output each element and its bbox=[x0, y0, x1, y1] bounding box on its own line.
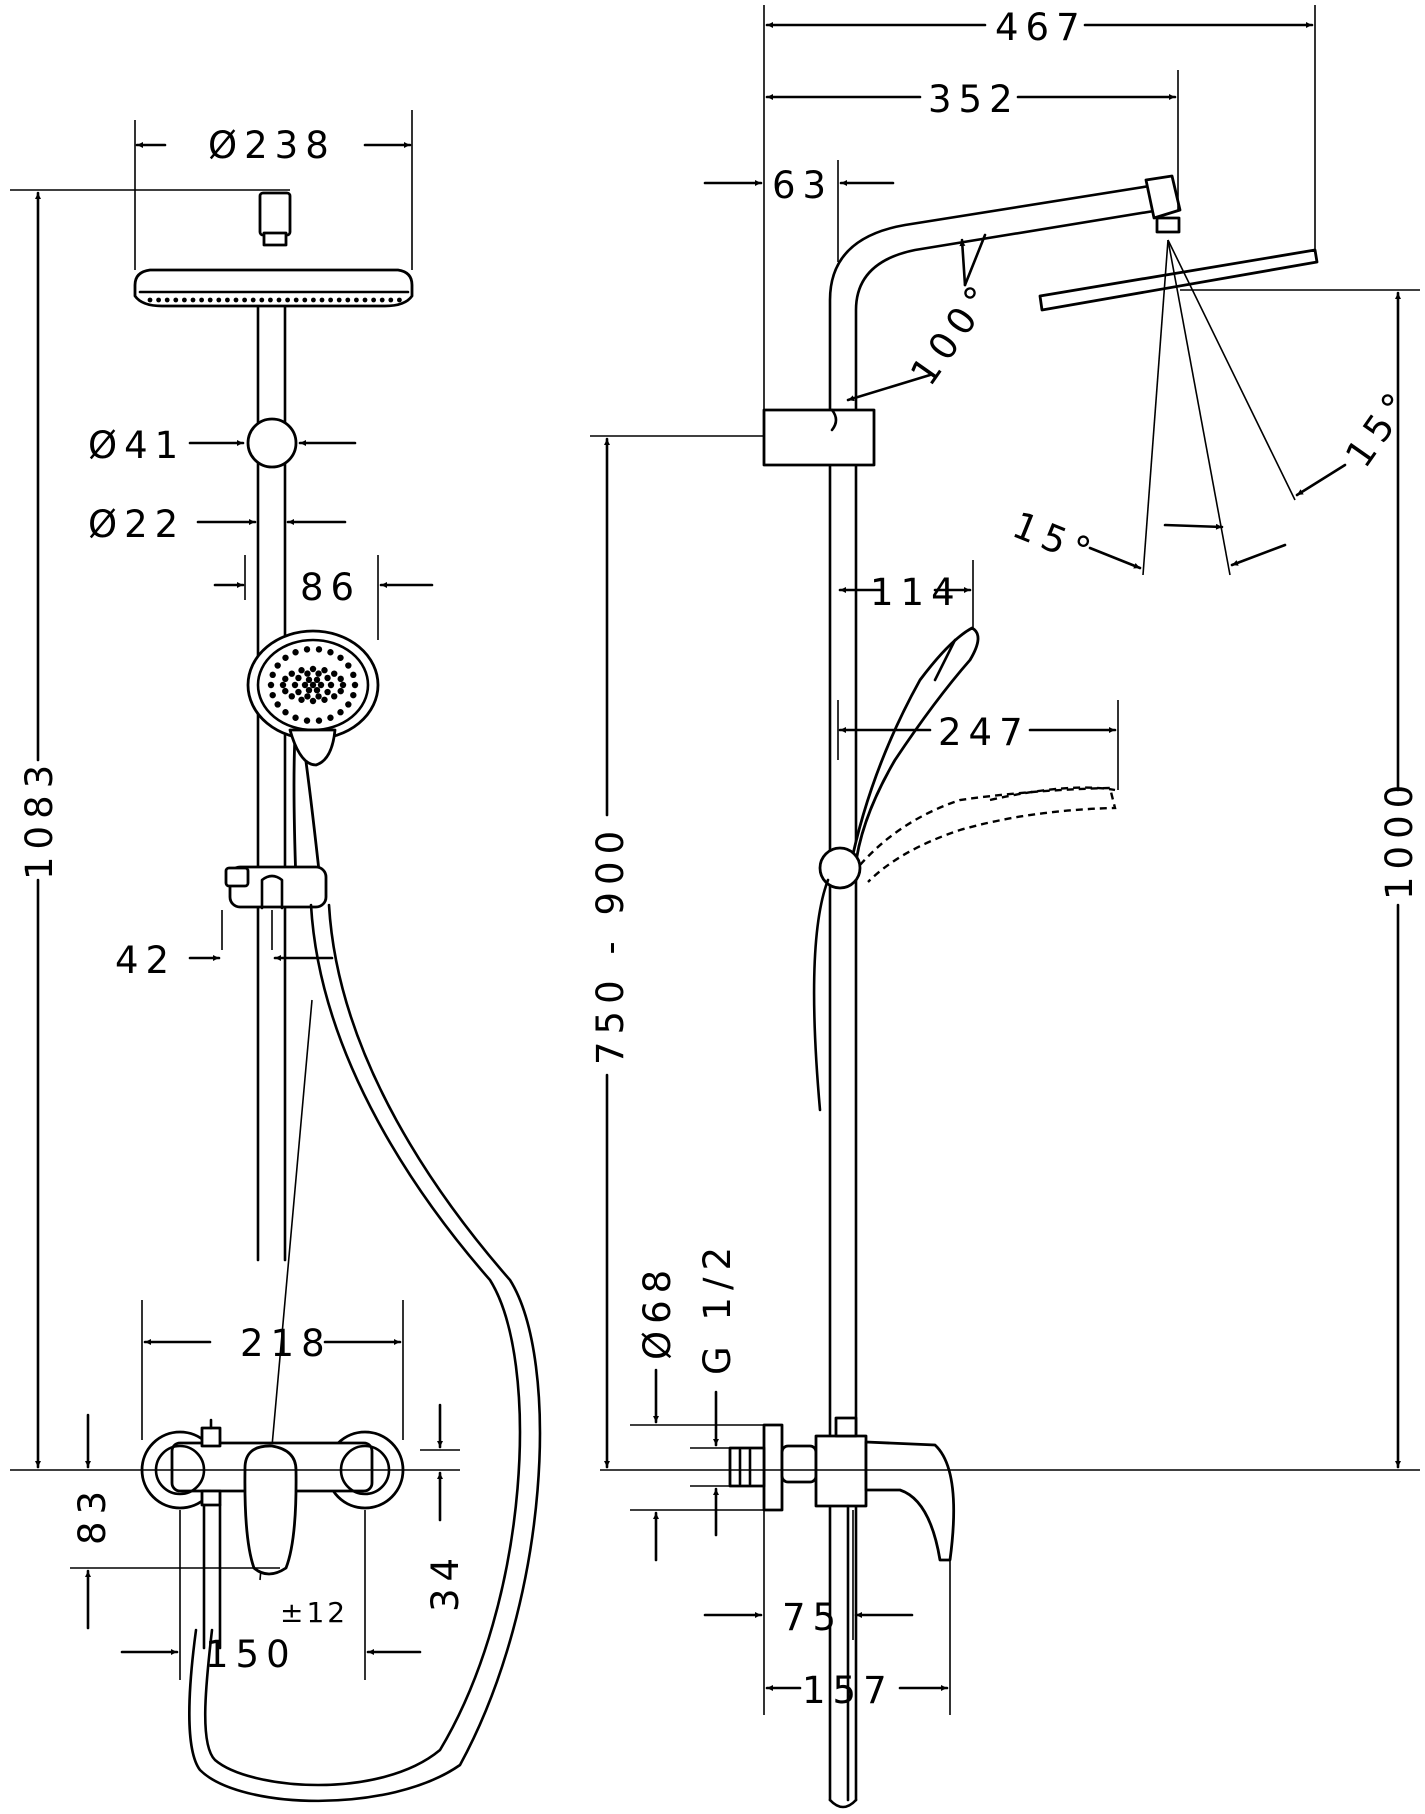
slide-knob-side bbox=[818, 846, 862, 890]
wall-mixer-side bbox=[728, 1416, 956, 1802]
riser-side-inner bbox=[854, 208, 1162, 1802]
dim-connection-distance: 150 bbox=[205, 1633, 297, 1676]
spray-line bbox=[1142, 239, 1169, 576]
dim-holder-offset: 42 bbox=[115, 939, 176, 982]
dim-arm-reach: 352 bbox=[928, 78, 1020, 121]
alt-position-detail bbox=[989, 786, 1116, 802]
hose-outer bbox=[203, 903, 522, 1787]
hand-shower-front bbox=[246, 629, 380, 884]
slide-holder bbox=[224, 865, 328, 910]
riser-side-outer bbox=[828, 183, 1158, 1802]
dim-arm-angle: 100° bbox=[902, 273, 1004, 394]
side-lever bbox=[864, 1440, 956, 1562]
head-joint bbox=[262, 231, 288, 247]
dim-line bbox=[963, 233, 987, 287]
dim-thread: G 1/2 bbox=[696, 1240, 739, 1375]
riser-bottom bbox=[828, 1798, 858, 1809]
spray-line bbox=[1167, 239, 1231, 576]
wall-flange bbox=[762, 1423, 784, 1512]
ball-joint bbox=[246, 417, 298, 469]
dim-spray-angle-right: 15° bbox=[1337, 380, 1422, 476]
dim-head-diameter: Ø238 bbox=[208, 124, 336, 167]
dim-head-height: 1000 bbox=[1378, 778, 1421, 900]
dim-flange-diameter: Ø68 bbox=[636, 1263, 679, 1360]
hand-shower-side bbox=[848, 626, 980, 872]
spray-line bbox=[1167, 239, 1296, 501]
dim-holder-height-range: 750 - 900 bbox=[589, 824, 632, 1065]
dim-mixer-total-depth: 157 bbox=[802, 1669, 894, 1712]
dim-arrow bbox=[1088, 546, 1142, 570]
dim-connection-tolerance: ±12 bbox=[280, 1596, 348, 1629]
overhead-shower-head bbox=[133, 268, 414, 308]
dim-total-height: 1083 bbox=[18, 758, 61, 880]
hose-inner bbox=[188, 903, 542, 1803]
upper-holder bbox=[762, 408, 876, 467]
dim-arrow bbox=[959, 238, 967, 287]
mixer-lever bbox=[243, 1444, 298, 1576]
dim-handshower-reach: 247 bbox=[938, 711, 1030, 754]
wall-mixer-front bbox=[140, 1418, 405, 1650]
side-view: 467 352 63 100° 15° 15° 114 247 750 bbox=[589, 5, 1422, 1809]
thread-connection bbox=[728, 1446, 766, 1488]
dim-mixer-depth: 75 bbox=[782, 1596, 843, 1639]
dim-handshower-depth: 114 bbox=[870, 571, 962, 614]
holder-detail bbox=[830, 408, 838, 432]
dim-handshower-diameter: 86 bbox=[300, 566, 361, 609]
arm-joint bbox=[1144, 174, 1182, 220]
dim-arrow bbox=[846, 373, 932, 402]
head-connector bbox=[258, 191, 292, 237]
dim-arrow bbox=[1230, 543, 1287, 567]
dim-mixer-height: 83 bbox=[71, 1484, 114, 1545]
diverter-knob bbox=[200, 1426, 222, 1448]
hand-face-line bbox=[933, 638, 957, 682]
hand-shower-alt-position bbox=[859, 786, 1117, 883]
dim-mixer-width: 218 bbox=[240, 1322, 332, 1365]
dim-spray-angle-left: 15° bbox=[1007, 503, 1103, 575]
dim-arrow bbox=[1295, 463, 1347, 497]
hose-side bbox=[812, 878, 830, 1112]
overhead-head-side bbox=[1038, 248, 1319, 312]
head-swivel bbox=[1155, 216, 1181, 234]
dim-pipe-diameter: Ø22 bbox=[88, 503, 185, 546]
dim-pipe-offset: 63 bbox=[772, 164, 833, 207]
dim-total-depth: 467 bbox=[995, 6, 1087, 49]
dim-ball-diameter: Ø41 bbox=[88, 424, 185, 467]
front-view: Ø238 1083 Ø41 Ø22 86 42 218 83 34 bbox=[10, 110, 542, 1803]
dim-mixer-offset: 34 bbox=[424, 1551, 467, 1612]
dim-arrow bbox=[1163, 523, 1224, 530]
